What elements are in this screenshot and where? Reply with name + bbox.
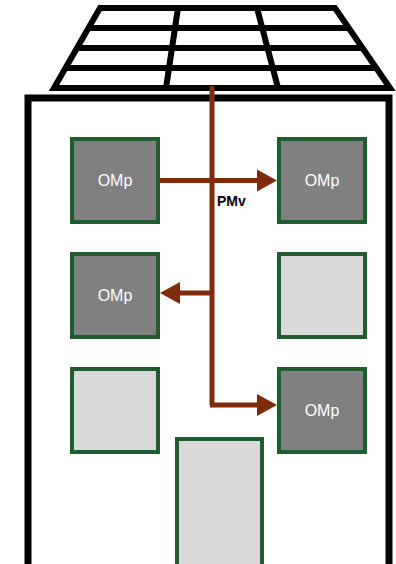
power-arrow <box>160 170 277 192</box>
power-branch <box>210 403 259 408</box>
vector-label: PMv <box>217 193 246 209</box>
window-box: OMp <box>277 367 367 454</box>
panel-grid <box>76 45 362 51</box>
panel-grid <box>64 65 376 71</box>
door <box>177 439 262 564</box>
building-wall <box>28 98 389 564</box>
window-label: OMp <box>98 172 133 190</box>
panel-grid <box>257 8 278 88</box>
window-label: OMp <box>98 287 133 305</box>
panel-grid <box>88 25 349 31</box>
empty-window <box>279 254 365 337</box>
arrowhead <box>257 170 277 192</box>
arrowhead <box>257 394 277 416</box>
window-box: OMp <box>277 137 367 224</box>
arrowhead <box>160 282 180 304</box>
solar-panel <box>54 8 390 88</box>
window-box: OMp <box>70 252 160 339</box>
arrow-shaft <box>160 178 259 183</box>
window-box: OMp <box>70 137 160 224</box>
panel-outline <box>54 8 390 88</box>
empty-window <box>72 369 158 452</box>
panel-grid <box>166 8 178 88</box>
power-trunk <box>210 86 215 405</box>
window-label: OMp <box>305 172 340 190</box>
power-branch <box>178 291 214 296</box>
window-label: OMp <box>305 402 340 420</box>
